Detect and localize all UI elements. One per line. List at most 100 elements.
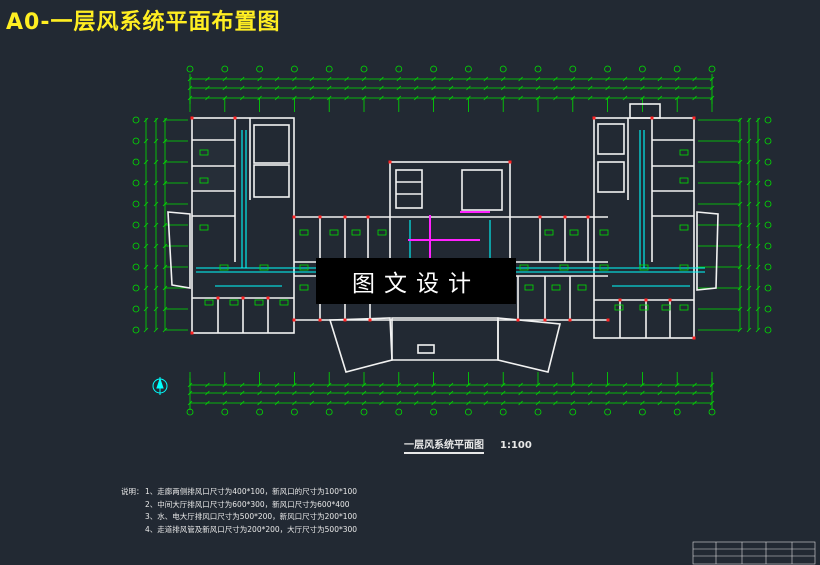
dimension-tick [640,76,645,82]
axis-bubble [186,65,194,73]
dimension-tick [292,85,297,91]
dimension-tick [205,390,210,396]
top-dimension-ticks [187,76,715,101]
dimension-tick [466,85,471,91]
dimension-tick [344,95,349,101]
dimension-tick [746,138,752,144]
dimension-tick [153,264,159,270]
dimension-tick [709,76,715,82]
dimension-tick [379,382,384,388]
axis-bubble [256,65,264,73]
room-fills [194,120,234,215]
dimension-tick [222,85,228,91]
dimension-tick [326,400,332,406]
title-block [692,541,816,565]
dimension-tick [692,400,697,406]
air-diffusers [199,149,689,311]
air-diffuser [599,264,609,271]
red-wall-marker [644,298,648,302]
dimension-tick [605,85,610,91]
dimension-tick [257,400,262,406]
dimension-tick [153,243,159,249]
air-diffuser [639,304,649,311]
dimension-tick [292,390,297,396]
axis-bubble [132,200,140,208]
dimension-tick [413,382,419,388]
dimension-tick [187,76,193,82]
dimension-tick [153,327,159,333]
air-diffuser [219,264,229,271]
drawing-scale: 1:100 [500,440,532,451]
axis-bubble [132,305,140,313]
dimension-tick [344,76,349,82]
dimension-tick [466,400,471,406]
north-arrow-icon [152,377,168,395]
air-diffuser [377,229,387,236]
dimension-tick [535,390,541,396]
dimension-tick [344,382,349,388]
red-wall-marker [366,215,370,219]
air-diffuser [299,229,309,236]
dimension-tick [605,400,610,406]
axis-bubble [325,65,333,73]
dimension-tick [622,382,628,388]
dimension-tick [448,382,454,388]
axis-bubble [764,116,772,124]
dimension-tick [622,76,628,82]
bottom-axis-bubbles [186,372,716,416]
air-diffuser [279,299,289,306]
side-axis-bubbles [132,116,772,334]
dimension-tick [518,95,523,101]
dimension-tick [326,76,332,82]
axis-bubble [764,326,772,334]
dimension-tick [500,390,506,396]
red-wall-marker [266,296,270,300]
dimension-tick [448,85,454,91]
dimension-tick [205,85,210,91]
dimension-tick [153,285,159,291]
dimension-tick [466,390,471,396]
axis-bubble [764,200,772,208]
dimension-tick [518,400,523,406]
dimension-tick [222,76,228,82]
axis-bubble [569,65,577,73]
dimension-tick [746,264,752,270]
axis-bubble [764,158,772,166]
air-diffuser [599,229,609,236]
air-diffuser [259,264,269,271]
bottom-dimension-lines [189,378,713,410]
dimension-tick [143,264,149,270]
red-wall-marker [586,215,590,219]
dimension-tick [143,159,149,165]
air-diffuser [569,229,579,236]
dimension-tick [622,95,628,101]
dimension-tick [657,85,663,91]
axis-bubble [764,263,772,271]
dimension-tick [587,85,593,91]
axis-bubble [395,65,403,73]
red-wall-marker [216,296,220,300]
dimension-tick [483,382,489,388]
red-wall-marker [692,116,696,120]
axis-bubble [764,137,772,145]
dimension-tick [379,95,384,101]
dimension-tick [379,85,384,91]
dimension-tick [413,95,419,101]
axis-bubble [673,65,681,73]
red-wall-marker [190,331,194,335]
red-wall-marker [543,318,547,322]
dimension-tick [746,180,752,186]
building-walls [167,103,719,373]
dimension-tick [709,400,715,406]
dimension-tick [674,390,680,396]
dimension-tick [553,382,558,388]
dimension-tick [326,85,332,91]
dimension-tick [692,390,697,396]
dimension-tick [746,159,752,165]
dimension-tick [755,117,761,123]
dimension-tick [518,382,523,388]
dimension-tick [674,400,680,406]
dimension-tick [143,138,149,144]
dimension-tick [274,76,280,82]
